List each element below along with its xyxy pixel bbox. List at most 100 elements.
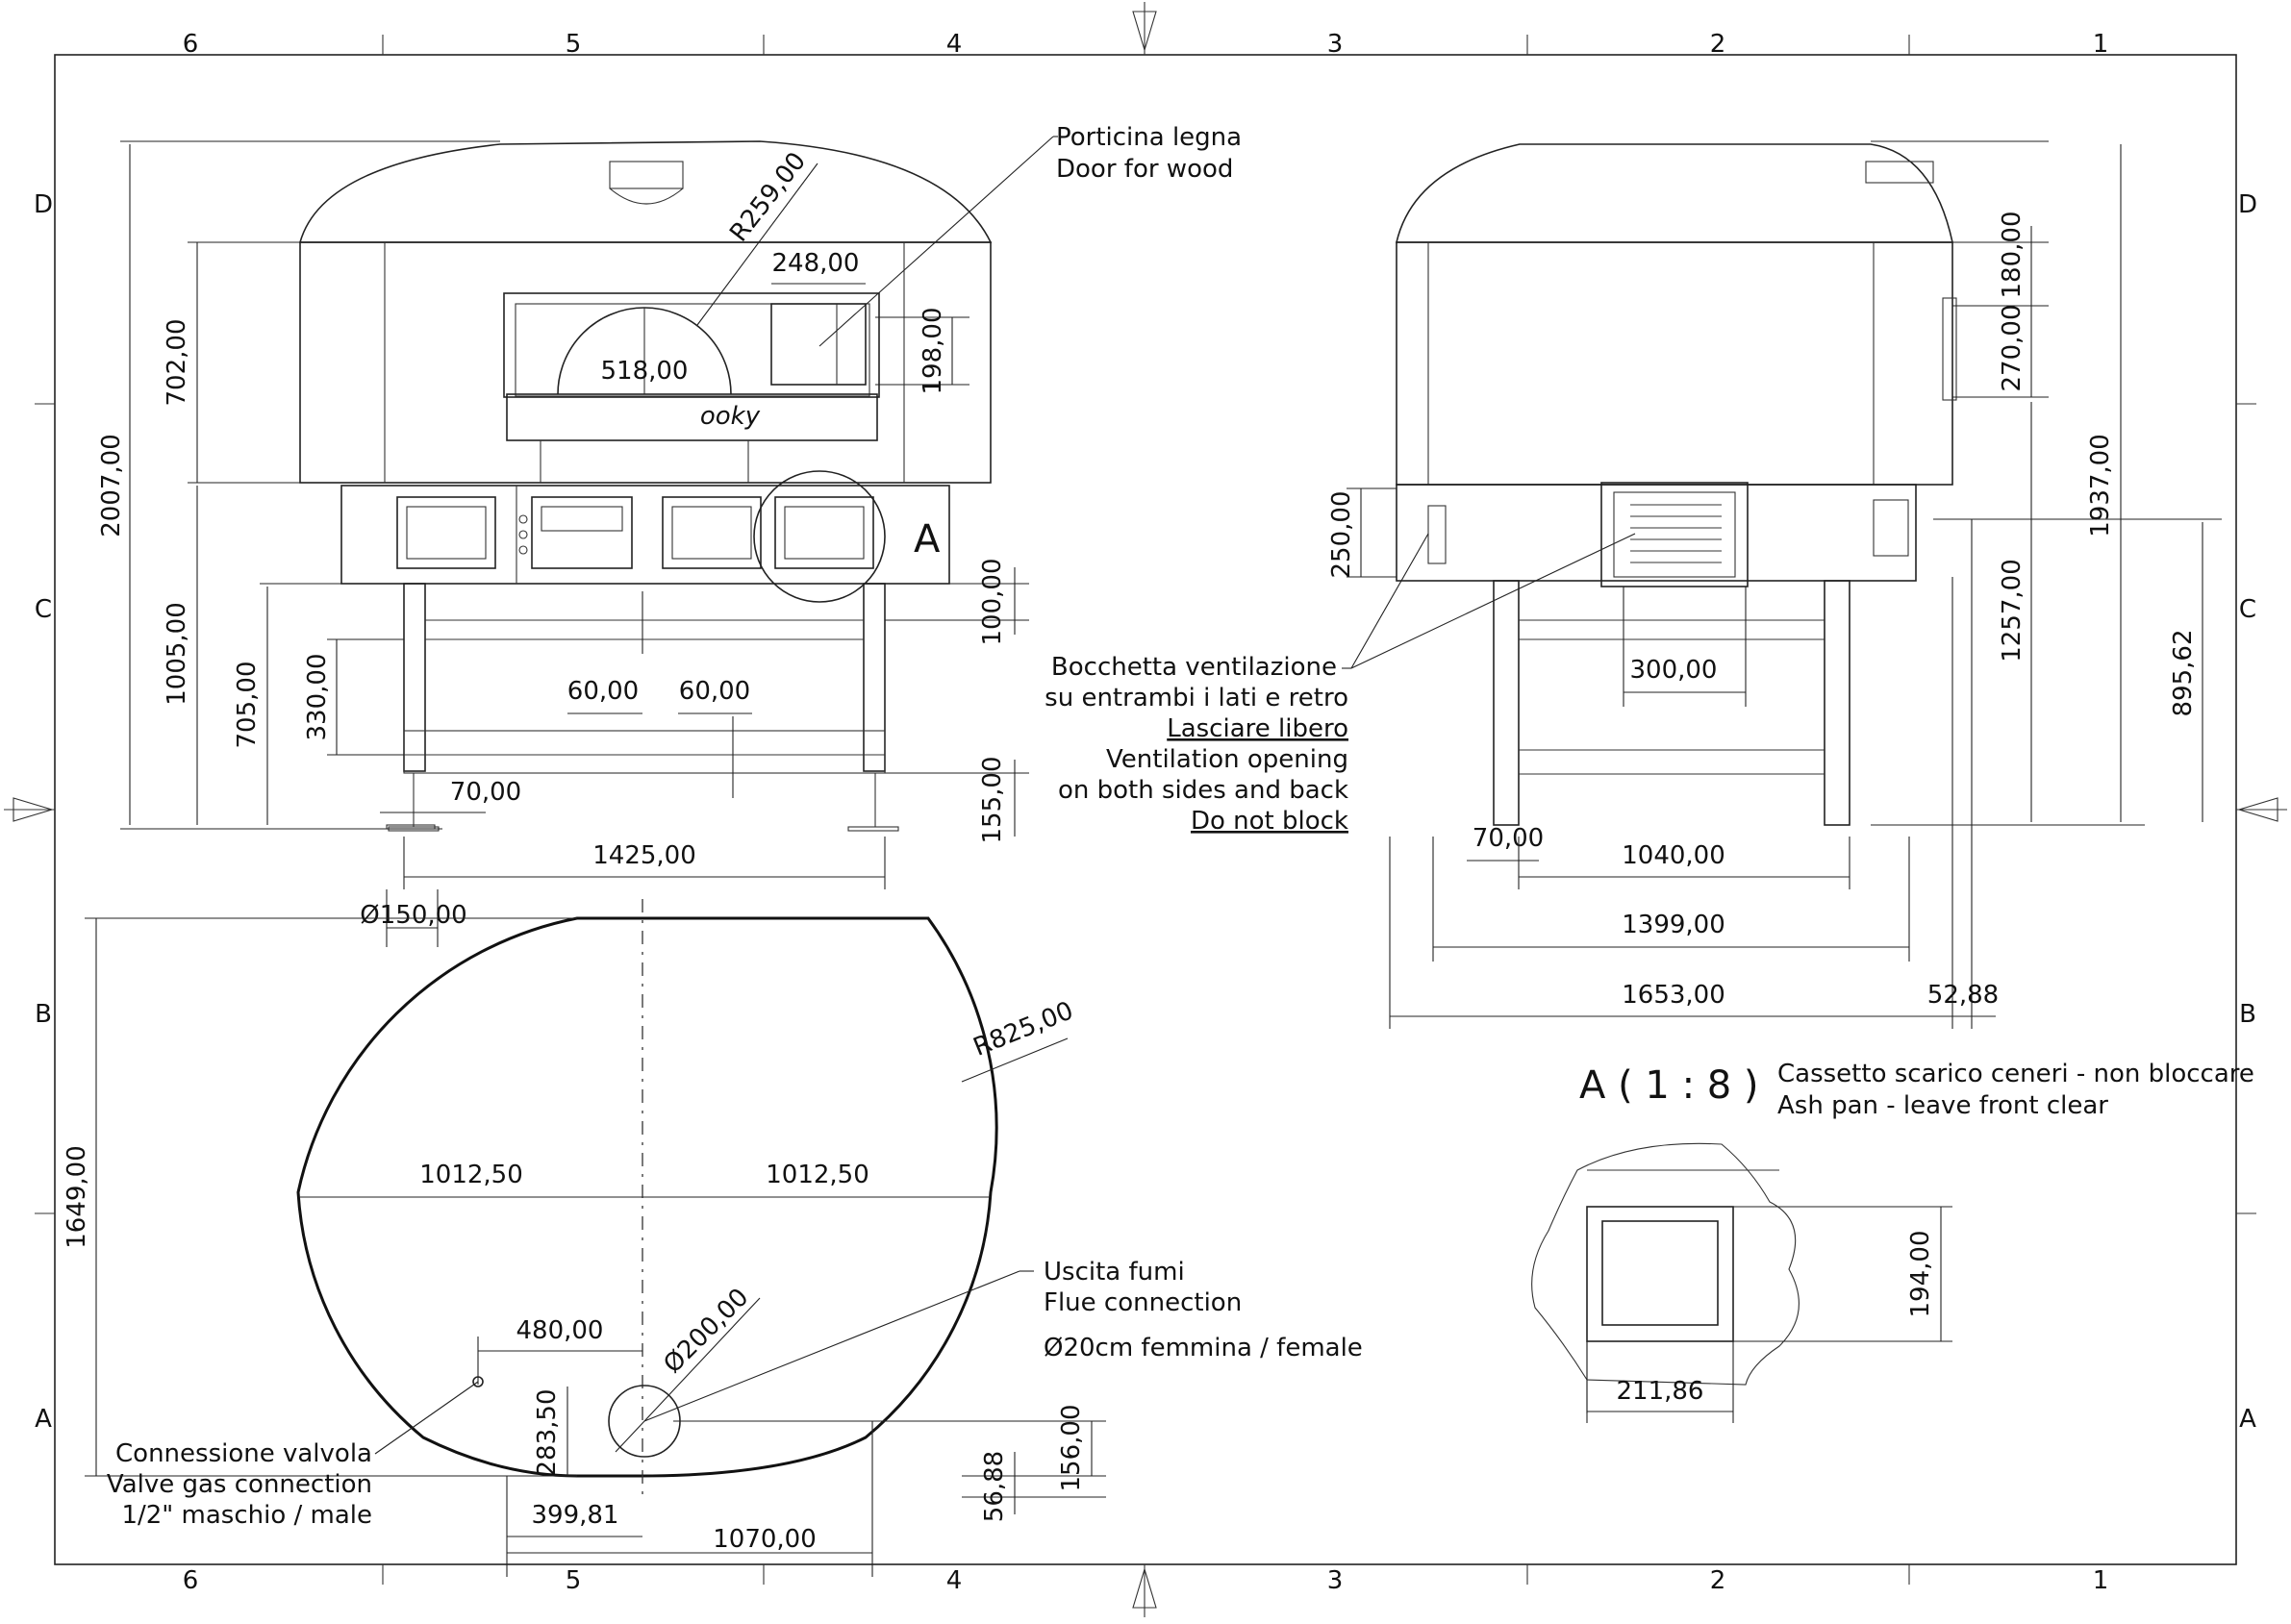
- dim-dome-height: 702,00: [163, 319, 191, 407]
- dim-156: 156,00: [1057, 1405, 1086, 1492]
- dim-side-52: 52,88: [1927, 981, 1999, 1010]
- dim-side-270: 270,00: [1998, 305, 2027, 392]
- row-labels-left: D C B A: [34, 190, 53, 1434]
- svg-text:Connessione valvola: Connessione valvola: [115, 1439, 372, 1468]
- brand-logo: ooky: [700, 402, 761, 431]
- row-label: A: [35, 1405, 52, 1434]
- svg-text:Door for wood: Door for wood: [1056, 155, 1233, 184]
- dim-plan-radius: R825,00: [969, 996, 1077, 1062]
- note-flue: Uscita fumi Flue connection Ø20cm femmin…: [1044, 1258, 1363, 1362]
- col-label: 5: [566, 30, 582, 59]
- dim-bottom-margin: 155,00: [978, 757, 1007, 844]
- dim-top-margin: 100,00: [978, 559, 1007, 646]
- side-view: [1395, 143, 1957, 826]
- dim-1070: 1070,00: [713, 1525, 817, 1554]
- plan-view-dimensions: Ø150,00 R825,00 1012,50 1012,50 1649,00 …: [63, 889, 1106, 1577]
- svg-text:Cassetto scarico ceneri - non: Cassetto scarico ceneri - non bloccare: [1777, 1060, 2254, 1088]
- col-label: 4: [946, 30, 963, 59]
- detail-a-circle: [753, 470, 886, 603]
- dim-door-height: 198,00: [919, 308, 947, 395]
- dim-side-1399: 1399,00: [1622, 911, 1725, 939]
- svg-text:Valve gas connection: Valve gas connection: [107, 1470, 372, 1499]
- row-label: D: [34, 190, 53, 219]
- note-valve: Connessione valvola Valve gas connection…: [107, 1439, 372, 1530]
- front-view: ooky A: [298, 140, 993, 832]
- dim-side-1653: 1653,00: [1622, 981, 1725, 1010]
- svg-text:1/2" maschio / male: 1/2" maschio / male: [121, 1501, 372, 1530]
- dim-detail-width: 211,86: [1617, 1377, 1704, 1406]
- dim-valve-y: 283,50: [533, 1389, 562, 1477]
- dim-mouth-width: 518,00: [601, 357, 689, 386]
- svg-text:Lasciare libero: Lasciare libero: [1167, 714, 1348, 743]
- svg-text:Uscita fumi: Uscita fumi: [1044, 1258, 1185, 1287]
- dim-flue-dia: Ø200,00: [658, 1283, 754, 1379]
- col-label: 6: [183, 30, 199, 59]
- dim-side-1937: 1937,00: [2086, 434, 2115, 537]
- note-door-wood: Porticina legna Door for wood: [1056, 123, 1242, 184]
- col-label: 4: [946, 1566, 963, 1595]
- note-ventilation: Bocchetta ventilazione su entrambi i lat…: [1045, 653, 1348, 836]
- col-label: 2: [1710, 1566, 1726, 1595]
- col-label: 2: [1710, 30, 1726, 59]
- dim-foot-offset: 70,00: [450, 778, 521, 807]
- detail-a: 194,00 211,86 A ( 1 : 8 ): [1531, 1063, 1952, 1423]
- dim-base-height: 1005,00: [163, 602, 191, 706]
- svg-text:on both sides and back: on both sides and back: [1058, 776, 1348, 805]
- dim-total-height: 2007,00: [97, 434, 126, 537]
- dim-half-left: 1012,50: [419, 1161, 523, 1189]
- column-labels-top: 6 5 4 3 2 1: [183, 30, 2109, 59]
- dim-side-250: 250,00: [1327, 491, 1356, 579]
- dim-gap1: 60,00: [567, 677, 639, 706]
- row-label: D: [2238, 190, 2257, 219]
- note-ash-pan: Cassetto scarico ceneri - non bloccare A…: [1777, 1060, 2254, 1120]
- col-label: 1: [2093, 1566, 2109, 1595]
- svg-text:Ø20cm femmina / female: Ø20cm femmina / female: [1044, 1334, 1363, 1362]
- svg-text:Bocchetta ventilazione: Bocchetta ventilazione: [1051, 653, 1337, 682]
- dim-399: 399,81: [532, 1501, 619, 1530]
- dim-side-180: 180,00: [1998, 212, 2027, 299]
- col-label: 6: [183, 1566, 199, 1595]
- dim-side-895: 895,62: [2169, 630, 2198, 717]
- row-label: B: [35, 1000, 52, 1029]
- sheet-frame: [4, 2, 2287, 1617]
- plan-view: [296, 899, 998, 1500]
- dim-stand-height: 705,00: [233, 662, 262, 749]
- col-label: 1: [2093, 30, 2109, 59]
- svg-text:Porticina legna: Porticina legna: [1056, 123, 1242, 152]
- dim-stand-width: 1425,00: [592, 841, 696, 870]
- dim-side-1040: 1040,00: [1622, 841, 1725, 870]
- dim-side-1257: 1257,00: [1998, 559, 2027, 662]
- detail-title: A ( 1 : 8 ): [1579, 1063, 1759, 1108]
- dim-detail-height: 194,00: [1906, 1231, 1935, 1318]
- row-label: B: [2239, 1000, 2256, 1029]
- dim-side-300: 300,00: [1630, 656, 1718, 685]
- svg-text:Flue connection: Flue connection: [1044, 1288, 1242, 1317]
- svg-text:Do not block: Do not block: [1191, 807, 1348, 836]
- col-label: 3: [1327, 30, 1344, 59]
- dim-door-width: 248,00: [772, 249, 860, 278]
- ventilation-leaders: [1342, 533, 1636, 669]
- dim-plan-depth: 1649,00: [63, 1145, 91, 1249]
- col-label: 5: [566, 1566, 582, 1595]
- front-view-dimensions: 2007,00 702,00 1005,00 705,00 330,00 60,…: [97, 136, 1058, 889]
- dim-radius: R259,00: [724, 147, 812, 247]
- column-labels-bottom: 6 5 4 3 2 1: [183, 1566, 2109, 1595]
- dim-gap2: 60,00: [679, 677, 750, 706]
- dim-half-right: 1012,50: [766, 1161, 869, 1189]
- row-label: C: [2239, 595, 2256, 624]
- col-label: 3: [1327, 1566, 1344, 1595]
- dim-side-70: 70,00: [1473, 824, 1544, 853]
- row-label: C: [35, 595, 52, 624]
- row-labels-right: D C B A: [2238, 190, 2257, 1434]
- row-label: A: [2239, 1405, 2256, 1434]
- svg-text:Ventilation opening: Ventilation opening: [1106, 745, 1348, 774]
- detail-marker: A: [914, 517, 941, 562]
- svg-text:Ash pan - leave front clear: Ash pan - leave front clear: [1777, 1091, 2108, 1120]
- svg-text:su entrambi i lati e retro: su entrambi i lati e retro: [1045, 684, 1348, 712]
- side-view-dimensions: 1937,00 180,00 270,00 1257,00 895,62 250…: [1327, 140, 2222, 1029]
- dim-shelf-height: 330,00: [303, 654, 332, 741]
- dim-valve-x: 480,00: [516, 1316, 604, 1345]
- dim-56: 56,88: [980, 1451, 1009, 1522]
- dim-flue-pipe: Ø150,00: [360, 901, 466, 930]
